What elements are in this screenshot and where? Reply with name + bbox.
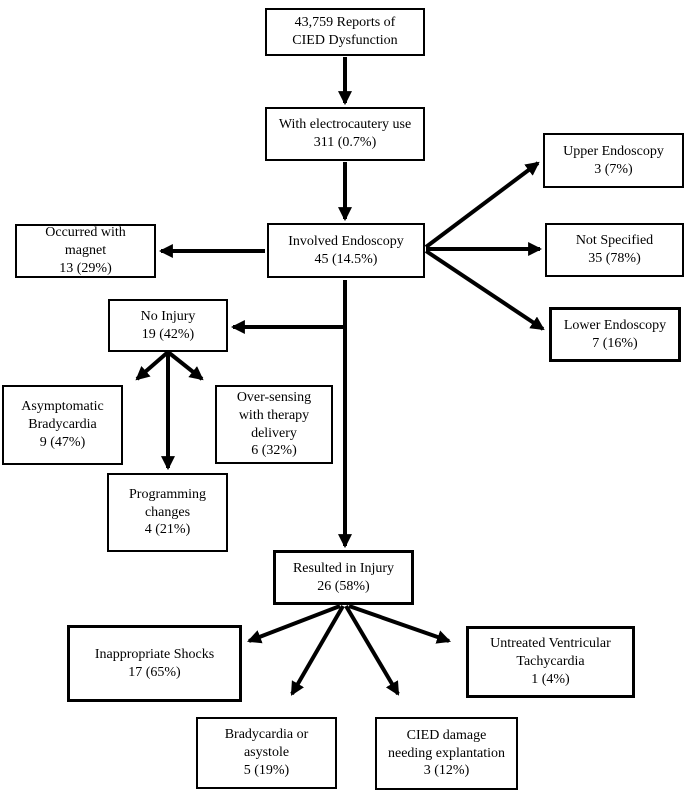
node-inappropriate-shocks: Inappropriate Shocks 17 (65%)	[67, 625, 242, 702]
node-not-specified: Not Specified 35 (78%)	[545, 223, 684, 277]
node-total-reports: 43,759 Reports of CIED Dysfunction	[265, 8, 425, 56]
arrow-endoscopy-to-lower	[424, 249, 545, 331]
arrow-endoscopy-to-upper	[424, 161, 540, 249]
node-programming-changes: Programming changes 4 (21%)	[107, 473, 228, 552]
arrow-no-injury-to-asymptomatic	[135, 350, 170, 381]
node-untreated-vt: Untreated Ventricular Tachycardia 1 (4%)	[466, 626, 635, 698]
node-cied-damage: CIED damage needing explantation 3 (12%)	[375, 717, 518, 790]
node-bradycardia-asystole: Bradycardia or asystole 5 (19%)	[196, 717, 337, 789]
arrow-resulted-to-shocks	[247, 604, 341, 644]
node-electrocautery: With electrocautery use 311 (0.7%)	[265, 107, 425, 161]
node-asymptomatic-bradycardia: Asymptomatic Bradycardia 9 (47%)	[2, 385, 123, 465]
node-occurred-with-magnet: Occurred with magnet 13 (29%)	[15, 224, 156, 278]
node-upper-endoscopy: Upper Endoscopy 3 (7%)	[543, 133, 684, 188]
node-involved-endoscopy: Involved Endoscopy 45 (14.5%)	[267, 223, 425, 278]
arrow-resulted-to-bradycardia	[290, 604, 345, 696]
arrow-no-injury-to-oversensing	[166, 350, 204, 381]
arrow-resulted-to-cied-damage	[344, 604, 400, 696]
node-resulted-in-injury: Resulted in Injury 26 (58%)	[273, 550, 414, 605]
arrow-resulted-to-untreated-vt	[348, 604, 451, 644]
node-lower-endoscopy: Lower Endoscopy 7 (16%)	[549, 307, 681, 362]
node-oversensing-therapy: Over-sensing with therapy delivery 6 (32…	[215, 385, 333, 464]
node-no-injury: No Injury 19 (42%)	[108, 299, 228, 352]
